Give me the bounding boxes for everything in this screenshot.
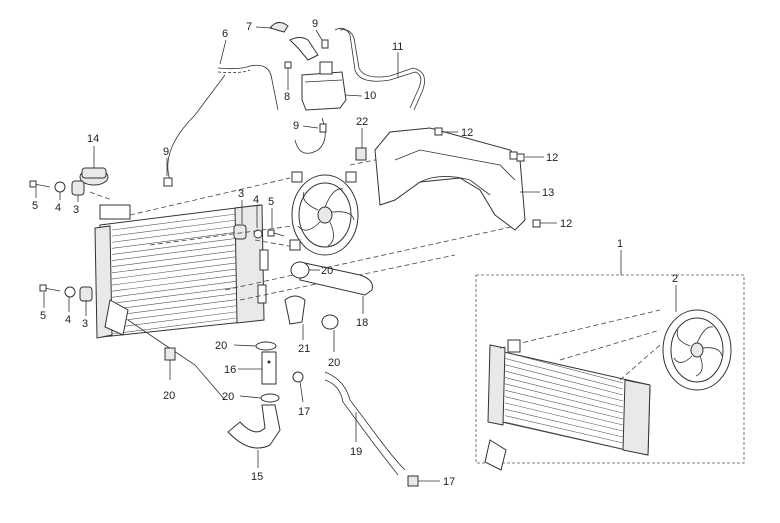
callout-3-a: 3 xyxy=(73,204,79,216)
hose-reservoir-filler xyxy=(289,37,319,61)
callout-5-c: 5 xyxy=(40,310,46,322)
clip-22 xyxy=(355,147,367,161)
washer-upper-left xyxy=(54,181,66,193)
hose-19 xyxy=(324,371,406,476)
bolt-12-top xyxy=(434,127,443,136)
clamp-20-left xyxy=(164,347,176,361)
callout-20-e: 20 xyxy=(163,390,175,402)
callout-11: 11 xyxy=(392,41,403,53)
bolt-lower-left xyxy=(39,284,61,292)
callout-5-b: 5 xyxy=(268,196,274,208)
callout-15: 15 xyxy=(251,471,263,483)
callout-2: 2 xyxy=(672,273,678,285)
reservoir-tank xyxy=(301,61,347,111)
callout-17-b: 17 xyxy=(443,476,455,488)
hose-11 xyxy=(334,27,425,111)
callout-12-c: 12 xyxy=(560,218,572,230)
cooling-fan xyxy=(289,171,359,256)
callout-12-a: 12 xyxy=(461,127,473,139)
pipe-16 xyxy=(261,351,277,385)
callout-20-a: 20 xyxy=(215,340,227,352)
callout-16: 16 xyxy=(224,364,236,376)
radiator-cap xyxy=(79,167,109,186)
callout-13: 13 xyxy=(542,187,554,199)
callout-4-a: 4 xyxy=(55,202,61,214)
clamp-17-a xyxy=(292,371,304,383)
reservoir-cap xyxy=(269,22,289,33)
clamp-17-b xyxy=(407,475,419,487)
callout-10: 10 xyxy=(364,90,376,102)
callout-4-b: 4 xyxy=(253,194,259,206)
callout-14: 14 xyxy=(87,133,99,145)
clamp-9-left xyxy=(163,177,173,187)
callout-5-a: 5 xyxy=(32,200,38,212)
clamp-20-d xyxy=(290,261,310,279)
washer-center xyxy=(253,229,263,239)
assembly-lines xyxy=(89,157,521,301)
callout-21: 21 xyxy=(298,343,310,355)
clamp-9-mid xyxy=(319,123,327,133)
grommet-center xyxy=(233,224,247,240)
hose-radiator-lower xyxy=(127,319,226,401)
callout-20-d: 20 xyxy=(321,265,333,277)
callout-20-c: 20 xyxy=(328,357,340,369)
clamp-20-a xyxy=(255,341,277,351)
clamp-9-top xyxy=(321,39,329,49)
callout-6: 6 xyxy=(222,28,228,40)
callout-9-b: 9 xyxy=(293,120,299,132)
hose-9-lower xyxy=(294,117,326,154)
callout-17-a: 17 xyxy=(298,406,310,418)
callout-1: 1 xyxy=(617,238,623,250)
callout-3-b: 3 xyxy=(238,188,244,200)
callout-19: 19 xyxy=(350,446,362,458)
callout-3-c: 3 xyxy=(82,318,88,330)
callout-9-c: 9 xyxy=(163,146,169,158)
hose-18 xyxy=(299,261,373,296)
callout-18: 18 xyxy=(356,317,368,329)
callout-8: 8 xyxy=(284,91,290,103)
assembly-inset-box xyxy=(475,274,745,471)
hose-15 xyxy=(227,404,281,449)
fan-shroud xyxy=(374,127,526,231)
bolt-upper-left xyxy=(29,180,51,188)
bolt-12-low xyxy=(532,219,541,228)
callout-4-c: 4 xyxy=(65,314,71,326)
hose-6 xyxy=(167,64,279,181)
bolt-8 xyxy=(284,61,292,80)
callout-9-a: 9 xyxy=(312,18,318,30)
bolt-center xyxy=(267,229,285,237)
callout-labels: 1 2 3 3 3 4 4 4 5 5 5 6 7 8 9 xyxy=(32,18,678,488)
grommet-upper-left xyxy=(71,180,85,196)
clamp-20-c xyxy=(321,314,339,330)
callout-12-b: 12 xyxy=(546,152,558,164)
callout-20-b: 20 xyxy=(222,391,234,403)
clamp-20-b xyxy=(260,393,280,403)
bolt-12-mid xyxy=(509,151,525,162)
hose-21 xyxy=(284,295,306,325)
grommet-lower-left xyxy=(79,286,93,302)
washer-lower-left xyxy=(64,286,76,298)
callout-22: 22 xyxy=(356,116,368,128)
callout-7: 7 xyxy=(246,21,252,33)
